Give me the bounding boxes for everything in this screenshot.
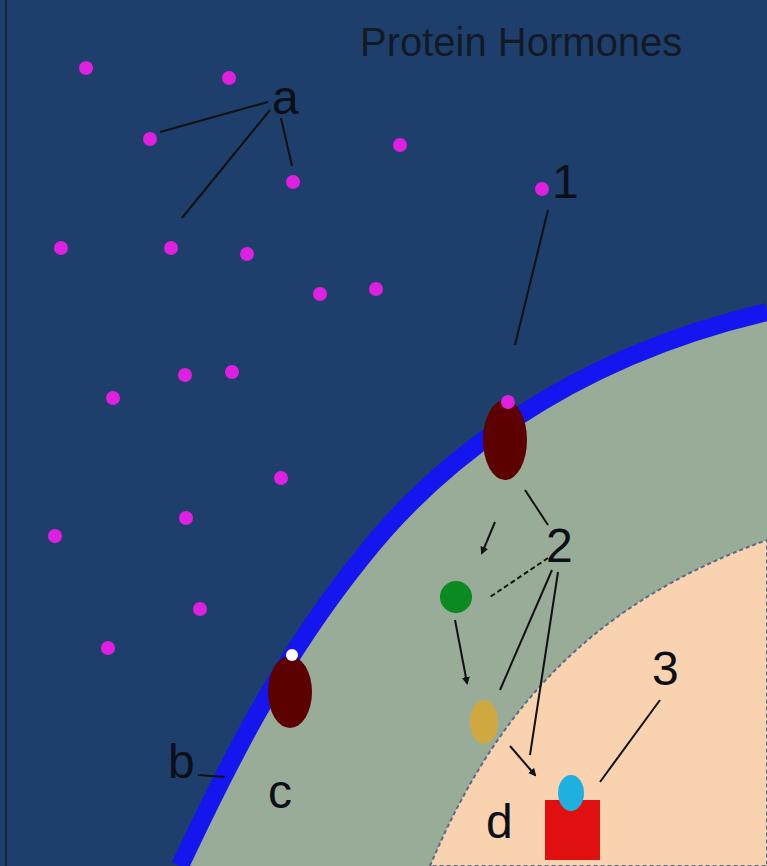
callout-number: 1	[552, 158, 579, 206]
second-messenger	[440, 581, 472, 613]
cytoplasm	[180, 312, 767, 866]
bound-receptor	[483, 400, 527, 480]
binding-site	[286, 649, 298, 661]
part-letter: b	[168, 738, 195, 786]
nucleus	[430, 540, 767, 866]
bound-hormone	[501, 395, 515, 409]
transcription-factor	[558, 775, 584, 811]
part-letter: d	[486, 798, 513, 846]
free-receptor	[268, 656, 312, 728]
diagram-title: Protein Hormones	[360, 22, 682, 62]
callout-number: 3	[652, 645, 679, 693]
signal-protein	[470, 700, 498, 744]
part-letter: a	[272, 74, 299, 122]
part-letter: c	[268, 768, 292, 816]
leader-lines	[160, 102, 660, 782]
cell-membrane	[180, 312, 767, 866]
callout-number: 2	[546, 522, 573, 570]
frame-line	[5, 0, 7, 866]
hormone-molecules	[48, 61, 549, 655]
signal-arrows	[455, 522, 535, 775]
